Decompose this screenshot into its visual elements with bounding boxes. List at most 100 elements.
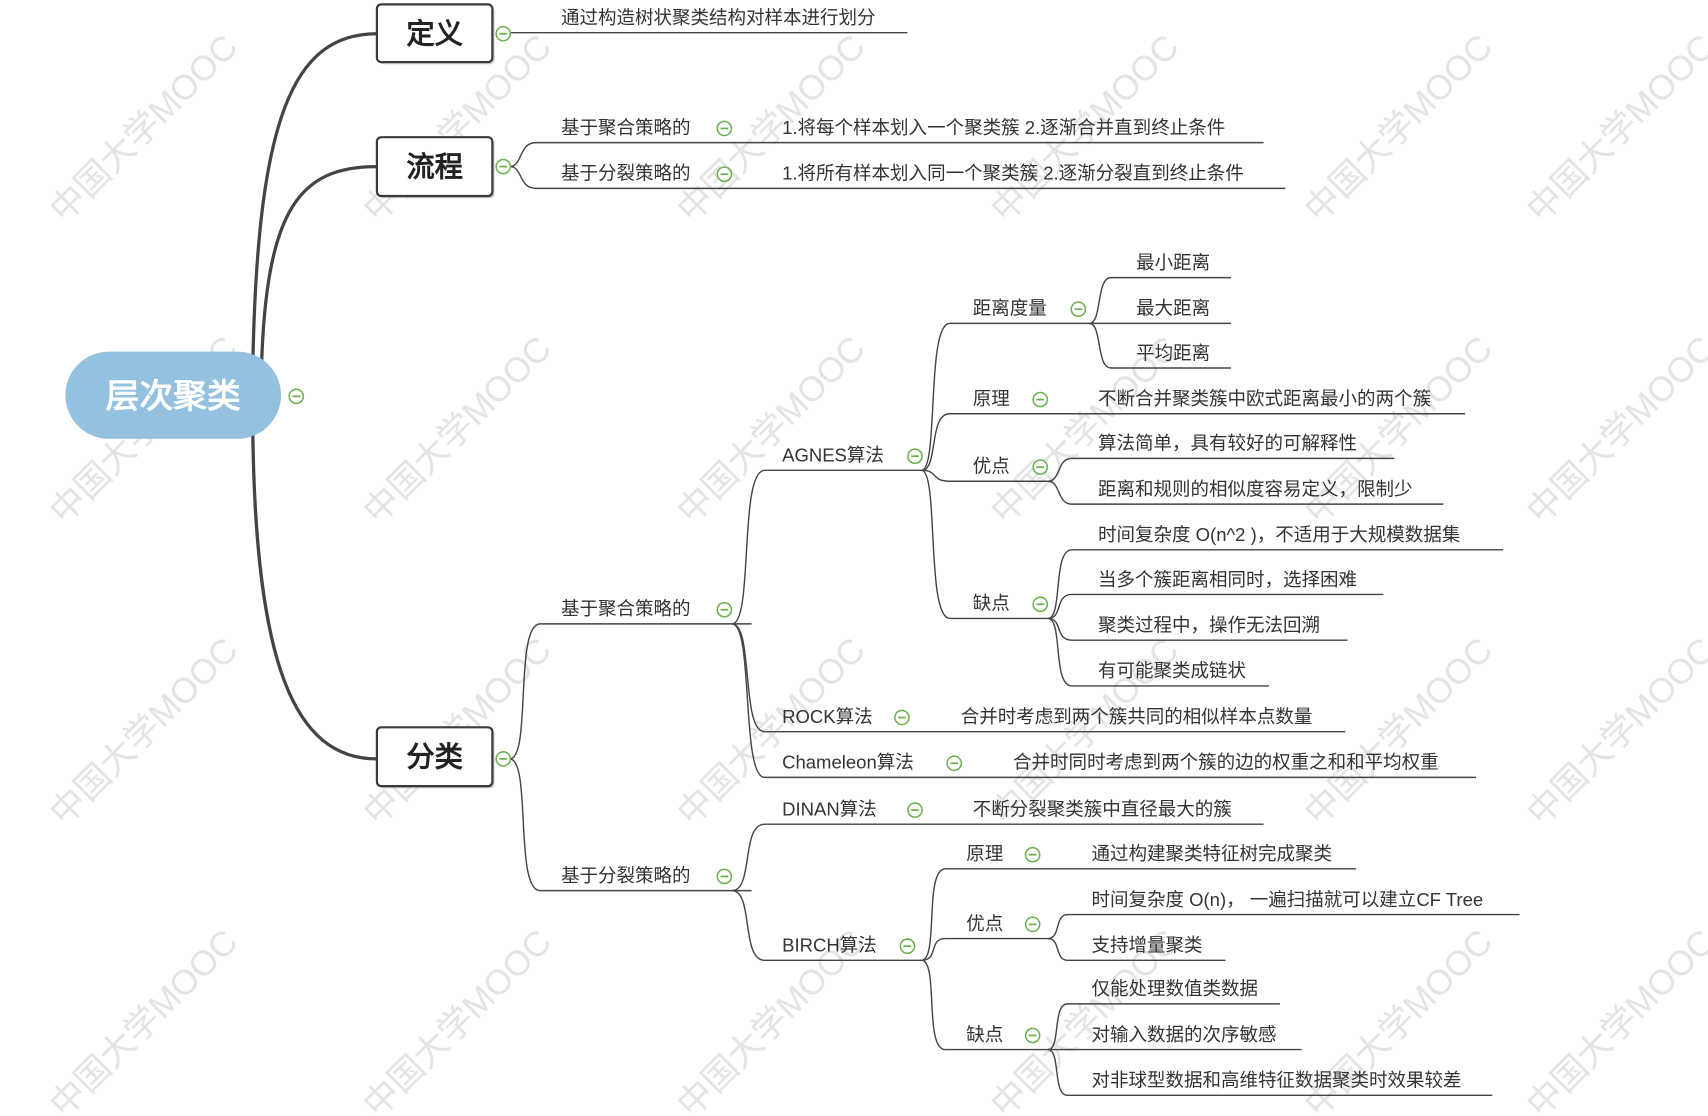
connector-root-process	[259, 164, 379, 372]
process-agglomerative-content[interactable]: 1.将每个样本划入一个聚类簇 2.逐渐合并直到终止条件	[782, 117, 1225, 138]
birch-pros-collapse-icon[interactable]	[1024, 916, 1041, 933]
topic-box-frame	[375, 136, 494, 198]
connector-agnes-cons-item	[1047, 617, 1348, 641]
agnes-pros-item[interactable]: 距离和规则的相似度容易定义，限制少	[1098, 478, 1413, 499]
agnes-principle-label[interactable]: 原理	[973, 388, 1010, 409]
birch-pros-item[interactable]: 时间复杂度 O(n)， 一遍扫描就可以建立CF Tree	[1091, 889, 1483, 910]
agnes-label[interactable]: AGNES算法	[782, 445, 884, 466]
connector-distance-item	[1089, 322, 1231, 369]
agnes-cons-item[interactable]: 有可能聚类成链状	[1098, 660, 1246, 681]
connector-root-classification	[251, 422, 379, 761]
birch-cons-item[interactable]: 仅能处理数值类数据	[1091, 978, 1258, 999]
agnes-cons-item[interactable]: 当多个簇距离相同时，选择困难	[1098, 569, 1357, 590]
rock-label[interactable]: ROCK算法	[782, 706, 872, 727]
collapse-toggles	[288, 25, 1087, 1044]
connector-root-definition	[251, 32, 379, 372]
birch-pros-item[interactable]: 支持增量聚类	[1091, 935, 1202, 956]
definition-content[interactable]: 通过构造树状聚类结构对样本进行划分	[561, 7, 876, 28]
connector-classification-agglomerative	[509, 623, 752, 760]
topic-process-label: 流程	[406, 151, 463, 183]
agnes-pros-item[interactable]: 算法简单，具有较好的可解释性	[1098, 433, 1357, 454]
process-collapse-icon[interactable]	[495, 158, 512, 175]
chameleon-content[interactable]: 合并时同时考虑到两个簇的边的权重之和和平均权重	[1013, 752, 1439, 773]
connector-agnes-cons-item	[1047, 593, 1384, 620]
process-divisive-collapse-icon[interactable]	[716, 166, 733, 183]
connector-agnes-pros-item	[1047, 480, 1444, 505]
process-divisive-label[interactable]: 基于分裂策略的	[561, 163, 691, 184]
connector-birch-pros	[921, 937, 1048, 962]
agnes-distance-item[interactable]: 最大距离	[1136, 298, 1210, 319]
branch-connectors	[509, 31, 1520, 1097]
chameleon-collapse-icon[interactable]	[946, 755, 963, 772]
birch-principle-content[interactable]: 通过构建聚类特征树完成聚类	[1091, 843, 1332, 864]
topic-box-frame	[375, 3, 494, 64]
definition-collapse-icon[interactable]	[495, 25, 512, 42]
birch-cons-item[interactable]: 对输入数据的次序敏感	[1091, 1024, 1276, 1045]
connector-agnes-cons-item	[1047, 617, 1270, 687]
connector-agnes-cons	[921, 469, 1048, 620]
agnes-distance-item[interactable]: 最小距离	[1136, 252, 1210, 273]
topic-texts: 通过构造树状聚类结构对样本进行划分 基于聚合策略的 1.将每个样本划入一个聚类簇…	[561, 7, 1483, 1091]
classification-agglomerative-collapse-icon[interactable]	[716, 601, 733, 618]
classification-collapse-icon[interactable]	[495, 751, 512, 767]
birch-principle-collapse-icon[interactable]	[1024, 846, 1041, 863]
rock-collapse-icon[interactable]	[894, 709, 910, 726]
connector-birch-cons-item	[1047, 1003, 1280, 1051]
connector-chameleon	[731, 623, 1476, 779]
process-agglomerative-collapse-icon[interactable]	[716, 120, 733, 137]
connector-birch-cons-item	[1047, 1048, 1493, 1097]
connector-agnes-cons-item	[1047, 549, 1504, 620]
birch-label[interactable]: BIRCH算法	[782, 935, 877, 956]
process-agglomerative-label[interactable]: 基于聚合策略的	[561, 117, 691, 138]
process-divisive-content[interactable]: 1.将所有样本划入同一个聚类簇 2.逐渐分裂直到终止条件	[782, 163, 1244, 184]
root-topic-pill	[65, 351, 282, 439]
agnes-cons-label[interactable]: 缺点	[973, 593, 1010, 614]
connector-agnes-pros-item	[1047, 457, 1395, 482]
birch-collapse-icon[interactable]	[899, 938, 916, 954]
birch-pros-label[interactable]: 优点	[966, 913, 1003, 934]
birch-principle-label[interactable]: 原理	[966, 843, 1003, 864]
connector-birch	[731, 889, 924, 962]
agnes-cons-collapse-icon[interactable]	[1032, 596, 1049, 613]
root-connectors	[251, 32, 379, 761]
birch-cons-label[interactable]: 缺点	[966, 1024, 1003, 1045]
agnes-principle-collapse-icon[interactable]	[1032, 391, 1049, 408]
classification-divisive-label[interactable]: 基于分裂策略的	[561, 865, 691, 886]
connector-dinan	[731, 823, 1264, 892]
topic-classification[interactable]: 分类	[375, 726, 495, 789]
dinan-content[interactable]: 不断分裂聚类簇中直径最大的簇	[973, 799, 1232, 820]
agnes-cons-item[interactable]: 时间复杂度 O(n^2 )，不适用于大规模数据集	[1098, 524, 1460, 545]
dinan-label[interactable]: DINAN算法	[782, 799, 877, 820]
connector-agnes-principle	[921, 413, 1466, 472]
root-topic[interactable]: 层次聚类	[65, 351, 282, 439]
connector-agnes-pros	[921, 469, 1048, 482]
agnes-pros-collapse-icon[interactable]	[1032, 459, 1049, 475]
connector-classification-divisive	[509, 758, 752, 892]
agnes-pros-label[interactable]: 优点	[973, 456, 1010, 477]
connector-process-divisive	[509, 165, 1286, 190]
topic-box-frame	[375, 726, 494, 788]
agnes-collapse-icon[interactable]	[907, 448, 923, 465]
connector-process-agglomerative	[509, 141, 1264, 168]
classification-divisive-collapse-icon[interactable]	[716, 868, 733, 885]
agnes-distance-item[interactable]: 平均距离	[1136, 342, 1210, 363]
rock-content[interactable]: 合并时考虑到两个簇共同的相似样本点数量	[961, 706, 1313, 727]
birch-cons-collapse-icon[interactable]	[1024, 1027, 1041, 1044]
agnes-principle-content[interactable]: 不断合并聚类簇中欧式距离最小的两个簇	[1098, 388, 1431, 409]
agnes-distance-collapse-icon[interactable]	[1070, 301, 1087, 318]
connector-agnes-distance	[921, 322, 1090, 472]
topic-definition[interactable]: 定义	[375, 3, 495, 65]
agnes-cons-item[interactable]: 聚类过程中，操作无法回溯	[1098, 614, 1320, 635]
birch-cons-item[interactable]: 对非球型数据和高维特征数据聚类时效果较差	[1091, 1070, 1461, 1091]
classification-agglomerative-label[interactable]: 基于聚合策略的	[561, 598, 691, 619]
connector-birch-cons	[921, 959, 1048, 1051]
connector-distance-item	[1089, 276, 1231, 325]
connector-birch-pros-item	[1047, 913, 1520, 940]
agnes-distance-label[interactable]: 距离度量	[973, 298, 1047, 319]
connector-birch-principle	[921, 868, 1357, 962]
topic-process[interactable]: 流程	[375, 136, 495, 199]
chameleon-label[interactable]: Chameleon算法	[782, 752, 914, 773]
root-collapse-icon[interactable]	[288, 388, 305, 405]
dinan-collapse-icon[interactable]	[907, 802, 923, 818]
